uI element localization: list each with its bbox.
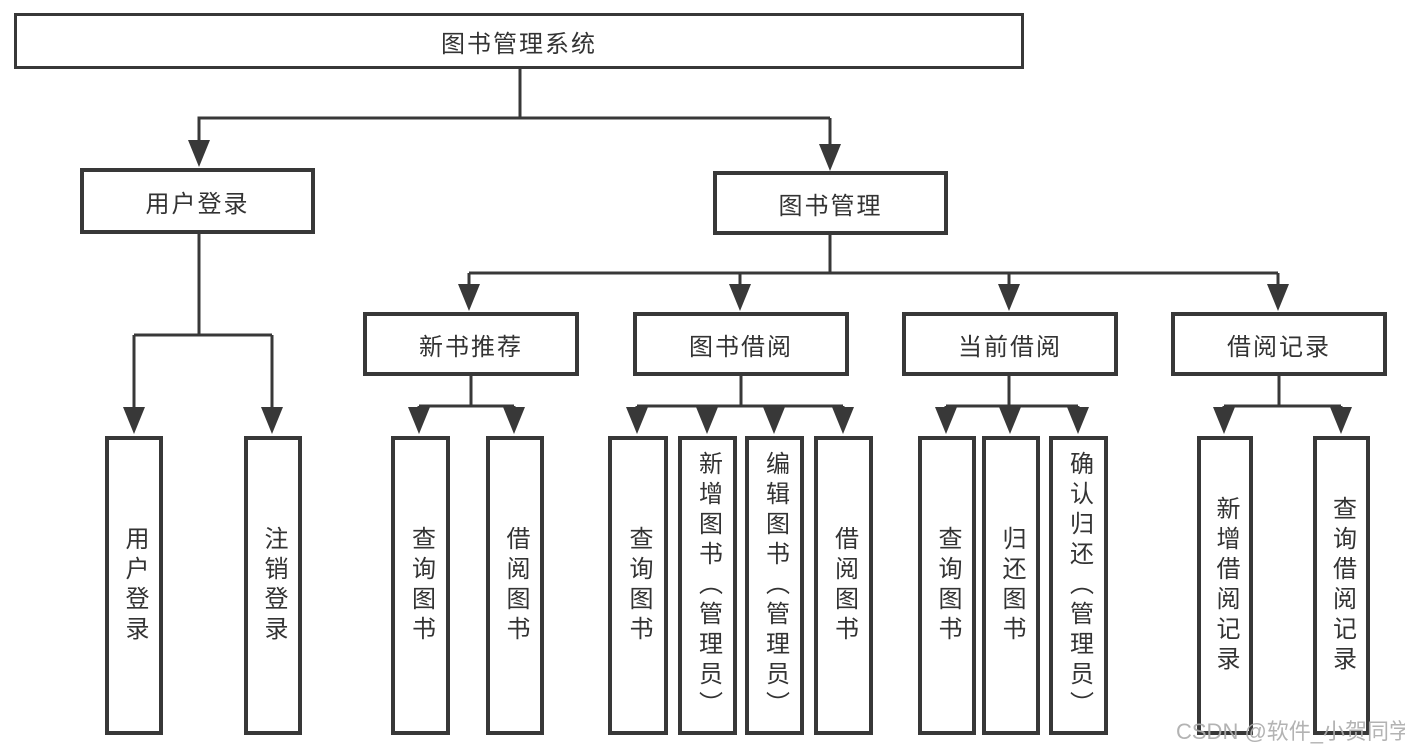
connector-borrow-records-children	[1222, 376, 1343, 412]
node-label: 查询图书	[407, 525, 435, 646]
node-book-borrow: 图书借阅	[633, 312, 849, 376]
node-borrow-records: 借阅记录	[1171, 312, 1387, 376]
node-label: 用户登录	[121, 525, 148, 646]
node-book-management: 图书管理	[713, 171, 948, 235]
leaf-add-books-admin: 新增图书（管理员）	[678, 436, 737, 735]
arrow-down-icon	[458, 284, 480, 311]
leaf-query-borrow-record: 查询借阅记录	[1313, 436, 1370, 735]
node-label: 查询图书	[934, 525, 961, 646]
leaf-borrow-books-recommend: 借阅图书	[486, 436, 544, 735]
node-label: 用户登录	[145, 190, 250, 218]
node-label: 借阅图书	[502, 525, 529, 646]
leaf-query-books-current: 查询图书	[918, 436, 976, 735]
arrow-down-icon	[696, 407, 718, 434]
node-label: 新增借阅记录	[1212, 495, 1239, 676]
node-label: 归还图书	[998, 525, 1025, 646]
arrow-down-icon	[999, 407, 1021, 434]
connector-new-book-recommend-children	[417, 376, 516, 412]
node-label: 查询图书	[625, 525, 652, 646]
node-label: 图书管理系统	[441, 30, 597, 58]
node-user-login: 用户登录	[80, 168, 315, 234]
arrow-down-icon	[1267, 284, 1289, 311]
node-label: 编辑图书（管理员）	[761, 450, 789, 721]
connector-book-management-children	[467, 235, 1280, 288]
leaf-edit-books-admin: 编辑图书（管理员）	[745, 436, 804, 735]
node-label: 当前借阅	[958, 333, 1062, 361]
node-label: 图书管理	[778, 192, 883, 220]
leaf-return-books: 归还图书	[982, 436, 1040, 735]
arrow-down-icon	[123, 407, 145, 434]
leaf-query-books-recommend: 查询图书	[391, 436, 450, 735]
leaf-query-books-borrow: 查询图书	[608, 436, 668, 735]
arrow-down-icon	[832, 407, 854, 434]
arrow-down-icon	[998, 284, 1020, 311]
connector-current-borrow-children	[944, 376, 1080, 412]
node-label: 借阅图书	[830, 525, 858, 646]
arrow-down-icon	[626, 407, 648, 434]
arrow-down-icon	[188, 140, 210, 167]
node-label: 查询借阅记录	[1328, 495, 1356, 676]
node-library-management-system: 图书管理系统	[14, 13, 1024, 69]
node-label: 新书推荐	[419, 333, 523, 361]
arrow-down-icon	[1213, 407, 1235, 434]
connector-book-borrow-children	[635, 376, 845, 412]
node-label: 确认归还（管理员）	[1065, 450, 1093, 721]
arrow-down-icon	[1067, 407, 1089, 434]
node-label: 图书借阅	[689, 333, 793, 361]
arrow-down-icon	[763, 407, 785, 434]
node-current-borrow: 当前借阅	[902, 312, 1118, 376]
arrow-down-icon	[261, 407, 283, 434]
leaf-confirm-return-admin: 确认归还（管理员）	[1049, 436, 1108, 735]
arrowheads	[123, 140, 1352, 434]
node-label: 借阅记录	[1227, 333, 1331, 361]
arrow-down-icon	[1330, 407, 1352, 434]
leaf-logout: 注销登录	[244, 436, 302, 735]
arrow-down-icon	[935, 407, 957, 434]
leaf-user-login: 用户登录	[105, 436, 163, 735]
node-label: 注销登录	[260, 525, 287, 646]
arrow-down-icon	[819, 144, 841, 171]
csdn-watermark: CSDN @软件_小贺同学	[1176, 719, 1405, 744]
arrow-down-icon	[729, 284, 751, 311]
leaf-borrow-books: 借阅图书	[814, 436, 873, 735]
leaf-add-borrow-record: 新增借阅记录	[1197, 436, 1253, 735]
arrow-down-icon	[408, 407, 430, 434]
node-new-book-recommend: 新书推荐	[363, 312, 579, 376]
connector-root-to-level2	[197, 69, 832, 150]
connector-user-login-children	[132, 234, 274, 412]
node-label: 新增图书（管理员）	[694, 450, 722, 721]
arrow-down-icon	[503, 407, 525, 434]
